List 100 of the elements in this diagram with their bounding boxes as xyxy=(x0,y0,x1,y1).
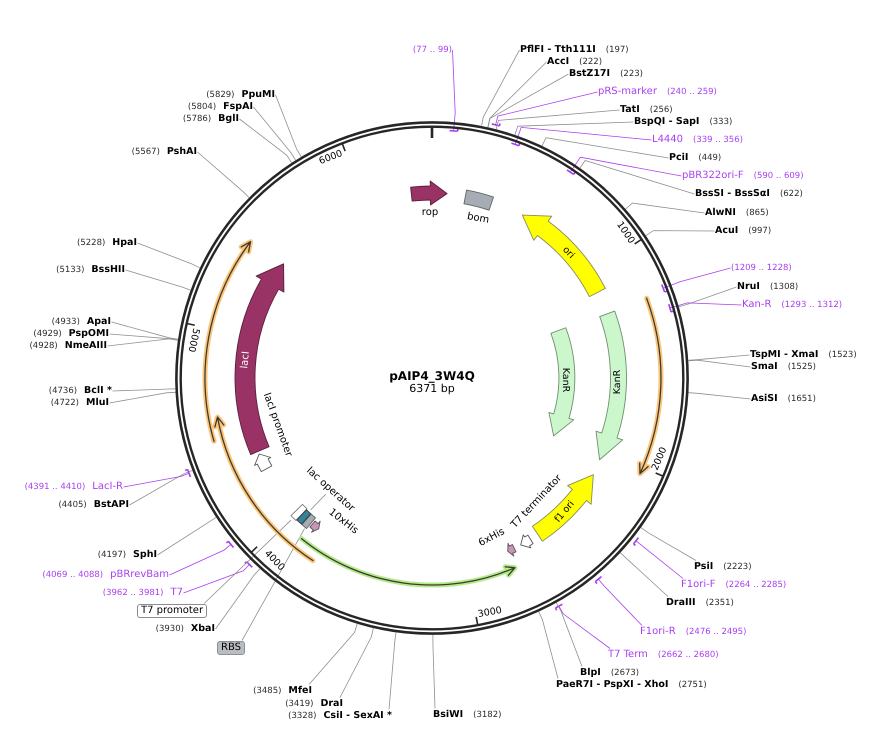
enzyme-name: PshAI xyxy=(166,146,197,158)
leader-line xyxy=(580,160,695,194)
enzyme-name: BstAPI xyxy=(94,499,129,511)
enzyme-name: PpuMI xyxy=(241,89,275,101)
cut-position: (5786) xyxy=(182,113,212,125)
leader-line xyxy=(490,92,598,127)
promoter-block xyxy=(290,504,308,521)
primer-range: (2662 .. 2680) xyxy=(658,649,719,661)
leader-line xyxy=(388,632,396,710)
enzyme-name: PspOMI xyxy=(68,328,109,340)
cut-position: (3328) xyxy=(288,710,316,722)
tick-label: 2000 xyxy=(650,446,670,472)
cut-position: (4197) xyxy=(98,549,126,561)
enzyme-name: NruI xyxy=(737,281,760,293)
leader-line xyxy=(688,392,751,400)
cut-position: (4736) xyxy=(48,385,78,397)
leader-line xyxy=(197,152,250,198)
leader-line xyxy=(308,624,358,685)
cut-position: (4933) xyxy=(52,316,80,328)
primer-name: F1ori-R xyxy=(640,626,676,638)
cut-position: (865) xyxy=(746,207,769,219)
cut-position: (3485) xyxy=(253,685,282,697)
enzyme-name: NmeAIII xyxy=(64,340,107,352)
leader-line xyxy=(275,94,302,158)
feature-tag: RBS xyxy=(217,641,245,655)
primer-name: pBRrevBam xyxy=(110,569,169,581)
leader-line xyxy=(620,552,668,597)
leader-line xyxy=(640,527,696,561)
leader-line xyxy=(109,392,176,404)
leader-line xyxy=(242,528,305,641)
primer-range: (339 .. 356) xyxy=(693,134,743,146)
feature-label: rop xyxy=(422,206,438,219)
cut-position: (5567) xyxy=(132,146,160,158)
cut-position: (4405) xyxy=(58,499,87,511)
leader-line xyxy=(488,74,569,128)
leader-line xyxy=(109,334,178,340)
leader-line xyxy=(660,268,731,293)
enzyme-name: DraIII xyxy=(666,597,696,609)
leader-line xyxy=(111,322,178,340)
leader-line xyxy=(688,354,750,361)
enzyme-name: AccI xyxy=(547,56,570,68)
leader-line xyxy=(510,126,652,147)
leader-line xyxy=(678,286,737,308)
leader-line xyxy=(253,106,296,161)
feature-label: KanR xyxy=(612,370,624,394)
leader-line xyxy=(310,494,326,510)
enzyme-name: SmaI xyxy=(751,361,778,373)
leader-line xyxy=(481,50,520,126)
enzyme-name: MluI xyxy=(86,397,109,409)
cut-position: (622) xyxy=(780,188,803,200)
enzyme-name: BlpI xyxy=(580,667,601,679)
leader-line xyxy=(239,118,292,164)
plasmid-name: pAIP4_3W4Q xyxy=(389,369,475,383)
cut-position: (3419) xyxy=(285,698,314,710)
enzyme-name: TspMI - XmaI xyxy=(750,349,818,361)
primer-range: (3962 .. 3981) xyxy=(102,587,164,599)
cut-position: (2351) xyxy=(706,597,734,609)
leader-line xyxy=(554,603,610,649)
primer-name: pRS-marker xyxy=(598,86,657,98)
enzyme-name: AlwNI xyxy=(705,207,736,219)
cut-position: (5228) xyxy=(77,237,106,249)
cut-position: (1651) xyxy=(788,393,816,405)
enzyme-name: PciI xyxy=(669,152,688,164)
enzyme-name: BsiWI xyxy=(433,709,464,721)
leader-line xyxy=(107,338,178,346)
primer-name: LacI-R xyxy=(92,481,123,493)
cut-position: (197) xyxy=(606,44,629,56)
enzyme-name: PsiI xyxy=(694,561,714,573)
enzyme-name: BssSI - BssSαI xyxy=(695,188,770,200)
enzyme-name: BspQI - SapI xyxy=(634,116,700,128)
tick-label: 6000 xyxy=(318,148,344,168)
feature-label: bom xyxy=(466,211,490,227)
leader-line xyxy=(496,110,620,130)
enzyme-name: DraI xyxy=(320,698,343,710)
leader-line xyxy=(123,468,192,488)
primer-range: (1293 .. 1312) xyxy=(781,299,842,311)
enzyme-name: AsiSI xyxy=(751,393,778,405)
primer-name: Kan-R xyxy=(742,299,772,311)
leader-line xyxy=(157,517,216,556)
primer-name: L4440 xyxy=(652,134,684,146)
cut-position: (4928) xyxy=(29,340,58,352)
primer-name: pBR322ori-F xyxy=(682,170,744,182)
cut-position: (223) xyxy=(620,68,643,80)
leader-line xyxy=(340,628,374,698)
tick-label: 3000 xyxy=(477,605,503,621)
leader-line xyxy=(514,122,634,136)
primer-range: (4069 .. 4088) xyxy=(42,569,104,581)
cut-position: (5804) xyxy=(188,101,216,113)
leader-line xyxy=(204,520,292,604)
enzyme-name: BglI xyxy=(218,113,239,125)
leader-line xyxy=(646,230,715,236)
enzyme-name: BssHII xyxy=(91,264,125,276)
leader-line xyxy=(556,602,582,667)
enzyme-name: XbaI xyxy=(190,623,215,635)
leader-line xyxy=(432,634,436,709)
leader-line xyxy=(538,611,558,679)
leader-line xyxy=(137,242,200,268)
primer-range: (240 .. 259) xyxy=(666,86,717,98)
cut-position: (1525) xyxy=(788,361,816,373)
enzyme-name: CsiI - SexAI * xyxy=(323,710,392,722)
